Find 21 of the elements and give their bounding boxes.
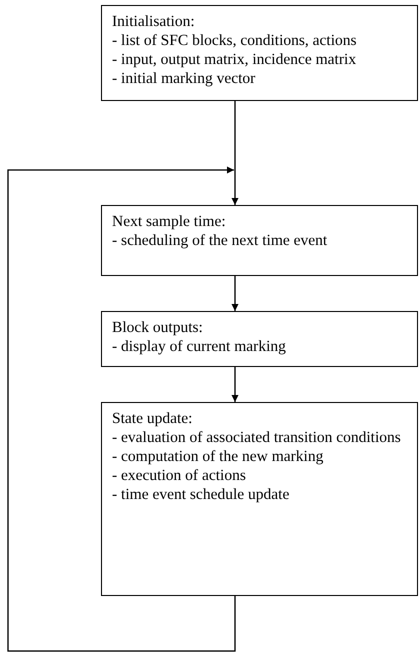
list-item: - evaluation of associated transition conditions — [112, 428, 402, 447]
process-box — [101, 311, 418, 367]
process-box — [101, 205, 418, 276]
list-item: - computation of the new marking — [112, 447, 324, 466]
list-item: - input, output matrix, incidence matrix — [112, 50, 358, 69]
process-box — [101, 402, 418, 596]
list-item: - list of SFC blocks, conditions, actions — [112, 31, 358, 50]
process-box — [101, 5, 418, 101]
list-item: - display of current marking — [112, 337, 287, 356]
arrow — [232, 276, 238, 311]
arrow — [232, 101, 238, 205]
box-heading: Block outputs: — [112, 318, 204, 337]
list-item: - time event schedule update — [112, 485, 290, 504]
list-item: - execution of actions — [112, 466, 247, 485]
list-item: - initial marking vector — [112, 69, 256, 88]
arrow — [232, 367, 238, 402]
box-heading: State update: — [112, 409, 194, 428]
box-heading: Initialisation: — [112, 12, 196, 31]
box-heading: Next sample time: — [112, 212, 227, 231]
list-item: - scheduling of the next time event — [112, 231, 328, 250]
loop-arrow — [7, 166, 236, 652]
